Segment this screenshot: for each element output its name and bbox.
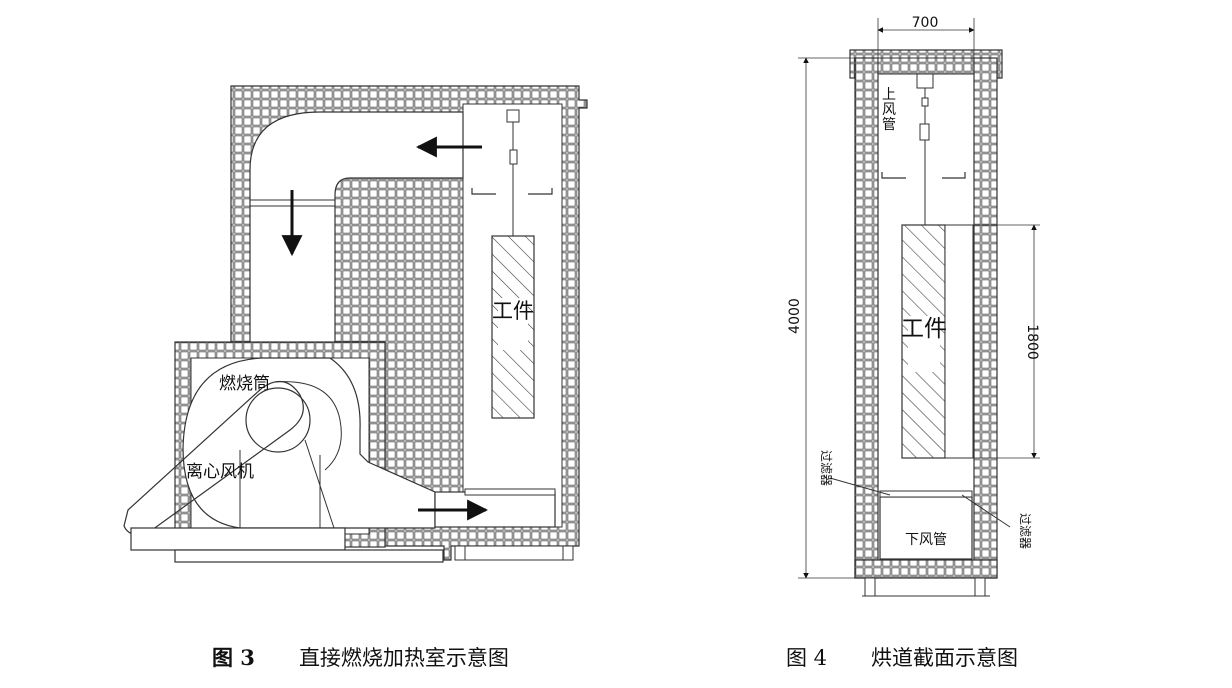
centrifugal-fan-label: 离心风机 bbox=[186, 462, 254, 482]
workpiece-label-fig4: 工件 bbox=[901, 316, 947, 342]
dimension-height: 4000 bbox=[787, 57, 855, 579]
lower-duct-box bbox=[879, 496, 973, 560]
roof-wall bbox=[877, 57, 975, 75]
upper-duct-char: 管 bbox=[882, 117, 896, 133]
figure-3-heating-chamber: 工件 燃烧筒 离心风机 bbox=[123, 85, 588, 563]
lower-duct-label: 下风管 bbox=[905, 532, 947, 548]
left-wall bbox=[854, 57, 879, 579]
caption-3-number: 图 3 bbox=[212, 645, 255, 670]
workpiece-label-text: 工件 bbox=[492, 299, 534, 323]
caption-4-title: 烘道截面示意图 bbox=[871, 646, 1019, 670]
airflow-arrows bbox=[281, 136, 489, 521]
foot-right bbox=[974, 577, 986, 597]
caption-4-number: 图 4 bbox=[786, 646, 828, 670]
upper-duct-char: 风 bbox=[882, 102, 896, 118]
workpiece-hanger bbox=[471, 109, 553, 236]
base-platform bbox=[130, 527, 574, 563]
dimension-workpiece: 1800 bbox=[973, 224, 1040, 459]
dimension-height-label: 4000 bbox=[787, 298, 803, 334]
dimension-width-label: 700 bbox=[912, 15, 939, 31]
upper-duct-char: 上 bbox=[882, 87, 896, 103]
filter-right-label: 过滤器 bbox=[1018, 513, 1032, 549]
combustion-tube-label: 燃烧筒 bbox=[219, 374, 270, 394]
caption-3-title: 直接燃烧加热室示意图 bbox=[298, 646, 509, 670]
upper-duct-label: 上 风 管 bbox=[882, 87, 900, 133]
caption-figure-4: 图 4 烘道截面示意图 bbox=[786, 642, 1018, 672]
dimension-width: 700 bbox=[877, 15, 975, 58]
filter-right-text: 过滤器 bbox=[1018, 513, 1032, 549]
filter-left-label: 过滤器 bbox=[819, 450, 833, 486]
lower-supply-duct bbox=[434, 488, 556, 528]
centrifugal-fan-housing bbox=[123, 357, 436, 535]
dimension-workpiece-label: 1800 bbox=[1024, 324, 1040, 360]
floor-wall bbox=[854, 559, 998, 579]
caption-figure-3: 图 3 直接燃烧加热室示意图 bbox=[212, 642, 509, 672]
figure-4-oven-section: 上 风 管 工件 下风管 过滤器 过滤器 700 bbox=[787, 15, 1040, 597]
right-wall bbox=[973, 57, 998, 579]
workpiece-label-fig3: 工件 bbox=[492, 299, 534, 323]
workpiece-label-fig4-text: 工件 bbox=[901, 316, 947, 342]
upper-return-duct bbox=[249, 111, 464, 346]
filter-left-text: 过滤器 bbox=[819, 450, 833, 486]
foot-left bbox=[864, 577, 876, 597]
hanger-top bbox=[916, 73, 934, 89]
